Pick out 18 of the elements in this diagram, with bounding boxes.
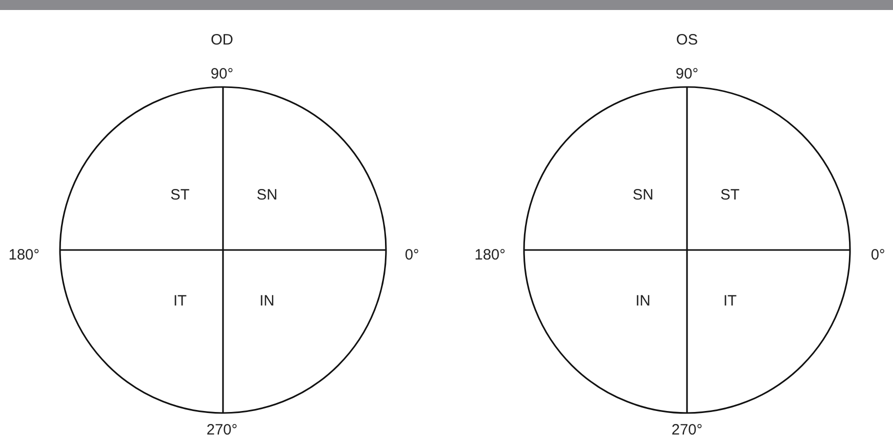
- quadrant-label: SN: [256, 188, 278, 202]
- quadrant-label: IN: [260, 294, 274, 308]
- eye-label: OD: [210, 32, 234, 48]
- angle-label: 0°: [404, 248, 420, 262]
- quadrant-label: SN: [632, 188, 654, 202]
- angle-label: 270°: [671, 422, 703, 438]
- angle-label: 180°: [474, 248, 506, 262]
- quadrant-label: ST: [170, 188, 190, 202]
- angle-label: 90°: [210, 66, 234, 82]
- eye-label: OS: [676, 32, 698, 48]
- quadrant-label: IN: [636, 294, 650, 308]
- angle-label: 0°: [870, 248, 886, 262]
- quadrant-label: IT: [173, 294, 187, 308]
- angle-label: 90°: [676, 66, 698, 82]
- angle-label: 180°: [8, 248, 40, 262]
- quadrant-label: IT: [723, 294, 737, 308]
- angle-label: 270°: [206, 422, 238, 438]
- quadrant-label: ST: [720, 188, 740, 202]
